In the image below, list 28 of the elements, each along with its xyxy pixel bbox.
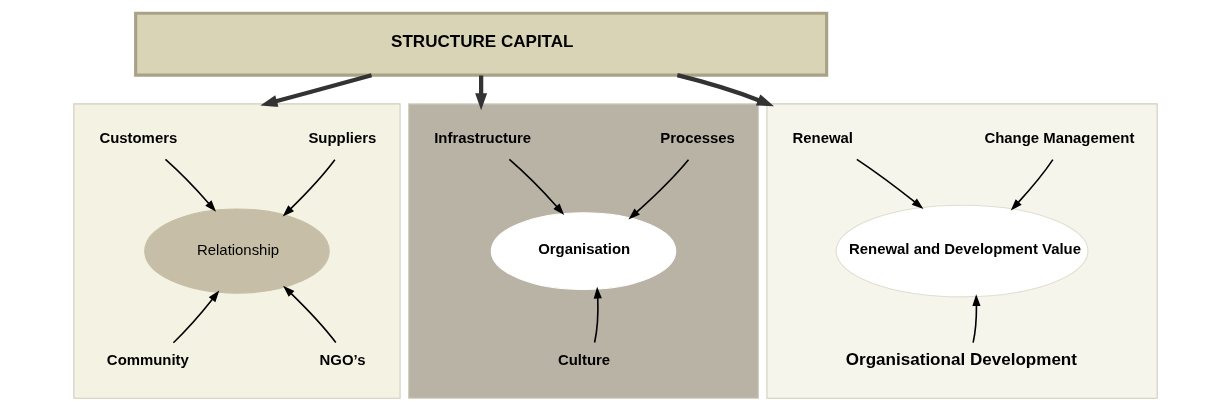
arrow — [972, 293, 981, 343]
cluster — [766, 102, 1158, 399]
node-ellipse: Relationship — [144, 207, 330, 294]
node-ellipse: Organisation — [490, 211, 677, 290]
arrow — [164, 158, 217, 212]
node-text: Community — [106, 350, 189, 368]
node-text: Change Management — [984, 128, 1135, 146]
node-text: NGO’s — [319, 350, 366, 368]
arrow — [593, 286, 602, 343]
cluster — [408, 102, 759, 399]
arrow — [628, 158, 690, 219]
arrow — [508, 158, 565, 215]
node-text: Suppliers — [308, 128, 377, 146]
arrow — [283, 285, 337, 343]
node-text: Processes — [660, 128, 735, 146]
arrow — [282, 158, 336, 216]
node-text: Renewal — [792, 128, 853, 146]
arrow — [856, 158, 924, 209]
arrow — [1010, 158, 1054, 211]
node-ellipse: Renewal and Development Value — [835, 204, 1089, 297]
node-text: Organisational Development — [845, 349, 1077, 369]
arrow — [172, 289, 220, 343]
cluster — [73, 102, 401, 399]
node-text: Infrastructure — [434, 128, 532, 146]
node-text: Culture — [557, 350, 611, 368]
arrow — [475, 74, 488, 110]
node-text: Customers — [99, 128, 178, 146]
node-box: STRUCTURE CAPITAL — [134, 11, 829, 77]
